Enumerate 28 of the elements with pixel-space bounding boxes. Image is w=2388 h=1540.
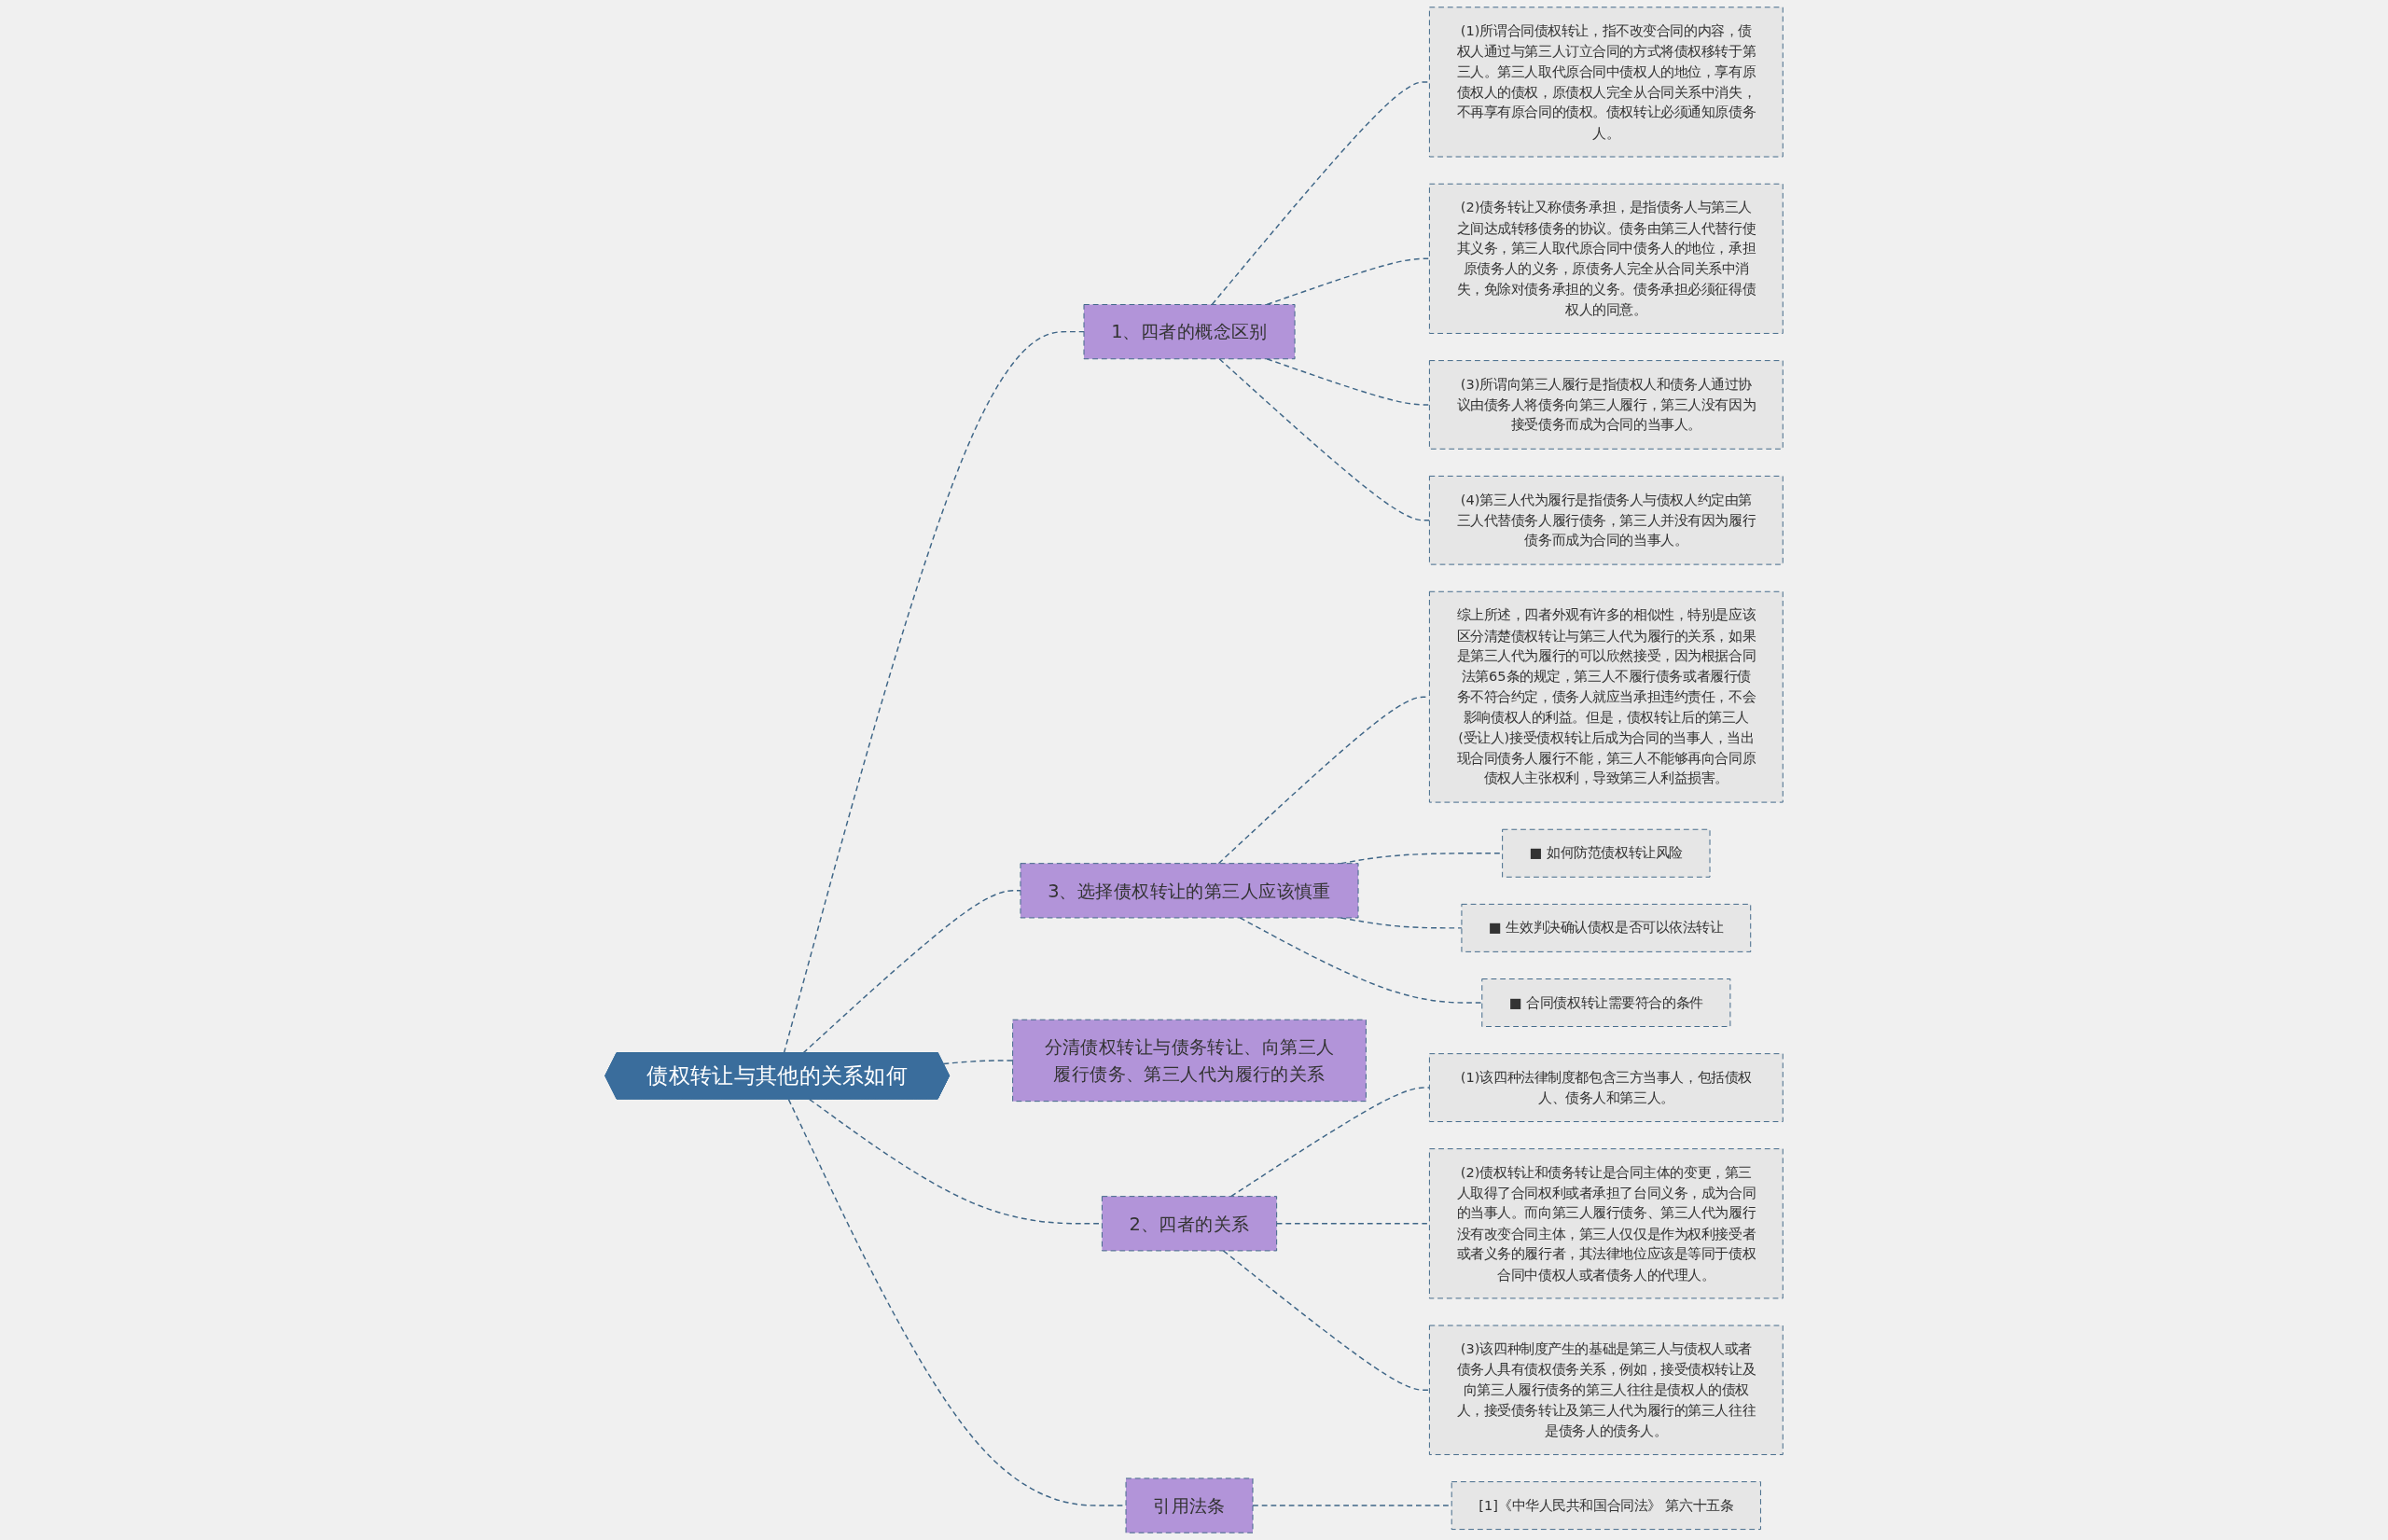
node-box: 引用法条 [1125,1478,1254,1533]
connector [1218,358,1431,521]
node-box: (2)债务转让又称债务承担，是指债务人与第三人之间达成转移债务的协议。债务由第三人代替行使其义务，第三人取代原合同中债务人的地位，承担原债务人的义务，原债务人完全从合同关系中消失，免除对债务承担的义务。债务承担必须征得债权人的同意。 [1428,183,1784,334]
node-box: [1]《中华人民共和国合同法》 第六十五条 [1451,1481,1761,1531]
node-box: ■ 如何防范债权转让风险 [1502,828,1711,878]
node-box: 2、四者的关系 [1101,1196,1278,1252]
connector [802,890,1021,1054]
connector [783,330,1085,1054]
node-box: 综上所述，四者外观有许多的相似性，特别是应该区分清楚债权转让与第三人代为履行的关系，如果是第三人代为履行的可以欣然接受，因为根据合同法第65条的规定，第三人不履行债务或者履行债务不符合约定，债务人就应当承担违约责任，不会影响债权人的利益。但是，债权转让后的第三人(受让人)接受债权转让后成为合同的当事人，当出现合同债务人履行不能，第三人不能够再向合同原债权人主张权利，导致第三人利益损害。 [1428,590,1784,803]
node-box: (3)所谓向第三人履行是指债权人和债务人通过协议由债务人将债务向第三人履行，第三人没有因为接受债务而成为合同的当事人。 [1428,360,1784,450]
node-box: (3)该四种制度产生的基础是第三人与债权人或者债务人具有债权债务关系，例如，接受债权转让及向第三人履行债务的第三人往往是债权人的债权人，接受债务转让及第三人代为履行的第三人往往是债务人的债务人。 [1428,1325,1784,1455]
node-box: (1)该四种法律制度都包含三方当事人，包括债权人、债务人和第三人。 [1428,1053,1784,1122]
node-box: (1)所谓合同债权转让，指不改变合同的内容，债权人通过与第三人订立合同的方式将债权移转于第三人。第三人取代原合同中债权人的地位，享有原债权人的债权，原债权人完全从合同关系中消失，不再享有原合同的债权。债权转让必须通知原债务人。 [1428,7,1784,158]
connector [1211,81,1431,306]
connector [1239,917,1483,1004]
connector [942,1060,1014,1065]
node-box: (4)第三人代为履行是指债务人与债权人约定由第三人代替债务人履行债务，第三人并没有因为履行债务而成为合同的当事人。 [1428,475,1784,565]
connector [1340,917,1463,929]
connector [1222,1250,1431,1391]
connector [1266,358,1431,406]
connector [1229,1087,1431,1198]
node-box: 3、选择债权转让的第三人应该慎重 [1020,863,1359,919]
node-box: ■ 生效判决确认债权是否可以依法转让 [1461,903,1752,952]
node-box: (2)债权转让和债务转让是合同主体的变更，第三人取得了合同权利或者承担了台同义务，成为合同的当事人。而向第三人履行债务、第三人代为履行没有改变合同主体，第三人仅仅是作为权利接受者或者义务的履行者，其法律地位应该是等同于债权合同中债权人或者债务人的代理人。 [1428,1148,1784,1299]
node-box: 1、四者的概念区别 [1083,304,1296,360]
connector [1266,257,1431,306]
node-box: ■ 合同债权转让需要符合的条件 [1481,978,1731,1027]
node-box: 分清债权转让与债务转让、向第三人履行债务、第三人代为履行的关系 [1012,1019,1367,1103]
